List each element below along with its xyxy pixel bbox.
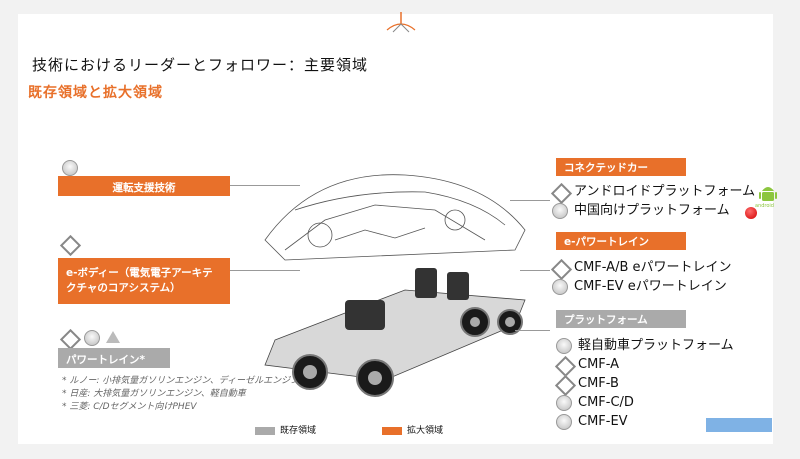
connector-line xyxy=(520,270,550,271)
legend-swatch xyxy=(382,426,402,435)
note-line: * ルノー: 小排気量ガソリンエンジン、ディーゼルエンジン xyxy=(62,376,300,386)
list-item-text: CMF-A xyxy=(578,357,620,372)
connected-box: コネクテッドカー xyxy=(556,158,686,176)
list-item-text: 軽自動車プラットフォーム xyxy=(578,338,734,353)
list-item-text: CMF-B xyxy=(578,376,619,391)
alliance-logo-icon xyxy=(386,12,416,33)
platform-box: プラットフォーム xyxy=(556,310,686,328)
platform-label: プラットフォーム xyxy=(564,314,648,326)
page-subtitle: 既存領域と拡大領域 xyxy=(28,85,163,101)
mitsubishi-icon xyxy=(106,331,120,343)
list-item-text: CMF-EV xyxy=(578,414,628,429)
nissan-badge-icon xyxy=(84,330,100,346)
legend-existing: 既存領域 xyxy=(255,423,316,436)
list-item: CMF-B xyxy=(554,374,734,397)
blue-bar xyxy=(706,418,772,432)
list-item-text: CMF-EV eパワートレイン xyxy=(574,279,727,294)
page-title: 技術におけるリーダーとフォロワー：主要領域 xyxy=(32,56,369,74)
nissan-badge-icon xyxy=(62,160,78,176)
list-item: CMF-C/D xyxy=(556,393,734,412)
list-item: 中国向けプラットフォーム xyxy=(552,201,755,220)
legend-swatch xyxy=(255,426,275,435)
powertrain-notes: * ルノー: 小排気量ガソリンエンジン、ディーゼルエンジン * 日産: 大排気量… xyxy=(62,375,299,414)
car-chassis-illustration xyxy=(264,174,526,397)
list-item: CMF-A/B eパワートレイン xyxy=(550,258,732,281)
powertrain-label: パワートレイン* xyxy=(66,354,145,366)
nissan-badge-icon xyxy=(556,414,572,430)
powertrain-box: パワートレイン* xyxy=(58,348,170,368)
platform-list: 軽自動車プラットフォーム CMF-A CMF-B CMF-C/D CMF-EV xyxy=(554,336,734,431)
nissan-badge-icon xyxy=(556,338,572,354)
android-icon xyxy=(759,187,777,201)
nissan-badge-icon xyxy=(552,203,568,219)
nissan-badge-icon xyxy=(556,395,572,411)
connector-line xyxy=(510,200,550,201)
epowertrain-list: CMF-A/B eパワートレイン CMF-EV eパワートレイン xyxy=(550,258,732,296)
legend-expanded: 拡大領域 xyxy=(382,423,443,436)
ebody-label: e-ボディー（電気電子アーキテクチャのコアシステム） xyxy=(66,267,213,294)
note-line: * 三菱: C/Dセグメント向けPHEV xyxy=(62,402,197,412)
nissan-badge-icon xyxy=(552,279,568,295)
epowertrain-box: e-パワートレイン xyxy=(556,232,686,250)
list-item-text: CMF-C/D xyxy=(578,395,634,410)
list-item: アンドロイドプラットフォーム xyxy=(550,182,756,205)
connected-list: アンドロイドプラットフォーム 中国向けプラットフォーム xyxy=(550,182,756,220)
connector-line xyxy=(230,185,300,186)
legend-label: 拡大領域 xyxy=(407,426,444,436)
list-item: CMF-A xyxy=(554,355,734,378)
list-item-text: アンドロイドプラットフォーム xyxy=(574,184,756,199)
connector-line xyxy=(515,330,550,331)
ebody-box: e-ボディー（電気電子アーキテクチャのコアシステム） xyxy=(58,258,230,304)
adas-label: 運転支援技術 xyxy=(112,182,176,194)
adas-box: 運転支援技術 xyxy=(58,176,230,196)
list-item-text: 中国向けプラットフォーム xyxy=(574,203,730,218)
epowertrain-label: e-パワートレイン xyxy=(564,236,649,248)
connected-label: コネクテッドカー xyxy=(564,162,648,174)
connector-line xyxy=(230,270,300,271)
list-item: CMF-EV eパワートレイン xyxy=(552,277,732,296)
legend-label: 既存領域 xyxy=(280,426,317,436)
list-item: 軽自動車プラットフォーム xyxy=(556,336,734,355)
note-line: * 日産: 大排気量ガソリンエンジン、軽自動車 xyxy=(62,389,246,399)
list-item-text: CMF-A/B eパワートレイン xyxy=(574,260,732,275)
android-badge-text: android xyxy=(755,203,774,209)
list-item: CMF-EV xyxy=(556,412,734,431)
china-red-dot-icon xyxy=(745,207,757,219)
